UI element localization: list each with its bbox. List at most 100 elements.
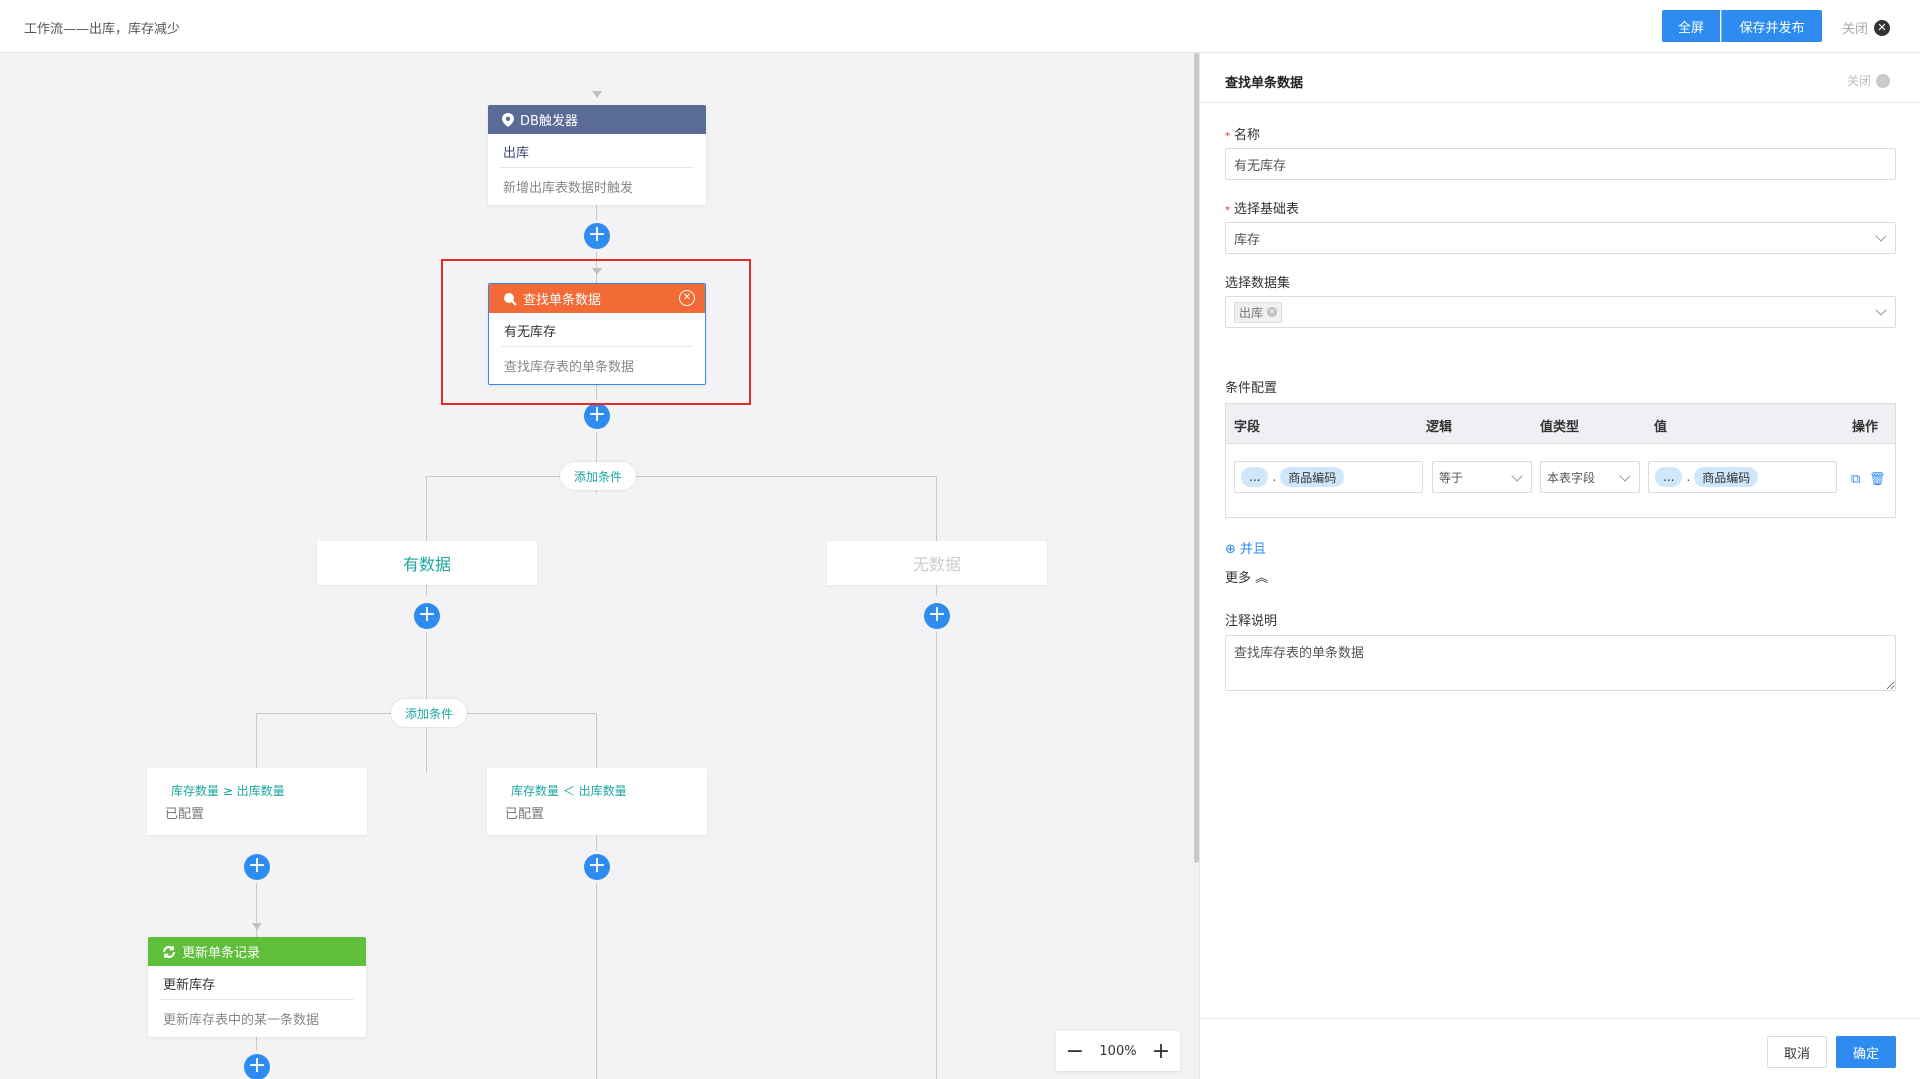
add-node-button[interactable]: + [414,603,440,629]
name-input[interactable]: 有无库存 [1225,148,1896,180]
canvas-scrollbar[interactable] [1193,53,1199,1079]
add-node-button[interactable]: + [584,854,610,880]
condition-expression: 库存数量 ≥ 出库数量 [171,784,285,798]
branch-has-data[interactable]: 有数据 [317,541,537,585]
fullscreen-button[interactable]: 全屏 [1662,10,1720,42]
add-condition-button[interactable]: 添加条件 [560,462,637,490]
header-field: 字段 [1234,420,1261,435]
value-prefix-chip: ... [1655,467,1683,487]
delete-node-icon[interactable]: ✕ [679,290,695,306]
connector-line [426,476,937,477]
find-type-label: 查找单条数据 [523,293,602,308]
more-toggle[interactable]: 更多 ︽ [1225,567,1268,586]
connector-line [936,613,937,1079]
add-node-button[interactable]: + [584,403,610,429]
condition-table-header: 字段 逻辑 值类型 值 操作 [1226,404,1895,444]
trigger-node[interactable]: DB触发器 出库 新增出库表数据时触发 [488,105,706,205]
condition-branch-lt[interactable]: 库存数量 ＜ 出库数量 已配置 [487,768,707,835]
condition-expression: 库存数量 ＜ 出库数量 [511,784,627,798]
arrow-icon [592,91,602,98]
connector-line [936,476,937,596]
value-type-select[interactable]: 本表字段 [1540,461,1640,493]
workflow-title: 工作流——出库，库存减少 [24,22,181,37]
value-name-chip: 商品编码 [1694,467,1759,487]
dataset-select[interactable]: 出库 ✕ [1225,296,1896,328]
add-and-condition-button[interactable]: ⊕ 并且 [1225,542,1267,557]
add-node-button[interactable]: + [924,603,950,629]
header-action: 操作 [1852,420,1879,435]
find-node-desc: 查找库存表的单条数据 [504,360,635,375]
note-textarea[interactable]: 查找库存表的单条数据 [1225,635,1896,691]
top-bar: 工作流——出库，库存减少 全屏 保存并发布 关闭 ✕ [0,0,1920,53]
cancel-button[interactable]: 取消 [1767,1036,1827,1068]
connector-line [426,476,427,596]
dataset-tag[interactable]: 出库 ✕ [1234,301,1283,323]
note-label: 注释说明 [1225,614,1278,629]
add-node-button[interactable]: + [244,1054,270,1079]
copy-icon[interactable]: ⧉ [1851,472,1861,487]
field-prefix-chip: ... [1241,467,1269,487]
base-table-select[interactable]: 库存 [1225,222,1896,254]
add-node-button[interactable]: + [244,854,270,880]
chevron-down-icon [1619,470,1631,482]
add-node-button[interactable]: + [584,223,610,249]
logic-value: 等于 [1439,470,1464,485]
confirm-button[interactable]: 确定 [1836,1036,1896,1068]
find-node-header: 查找单条数据 ✕ [489,284,705,313]
dot-separator: . [1272,470,1277,484]
logic-select[interactable]: 等于 [1432,461,1532,493]
top-close-button[interactable]: 关闭 ✕ [1842,18,1891,37]
value-selector[interactable]: ... . 商品编码 [1648,461,1837,493]
more-label: 更多 [1225,571,1252,586]
zoom-control: − 100% + [1056,1031,1180,1071]
trigger-node-name: 出库 [500,134,694,168]
trigger-node-header: DB触发器 [488,105,706,134]
top-close-label: 关闭 [1842,22,1869,37]
delete-icon[interactable]: 🗑 [1869,472,1886,487]
dataset-label: 选择数据集 [1225,276,1291,291]
property-panel: 查找单条数据 关闭 *名称 有无库存 *选择基础表 库存 选择数据集 出库 ✕ … [1199,53,1920,1079]
selection-highlight-box [441,259,751,405]
save-publish-button[interactable]: 保存并发布 [1721,10,1822,42]
header-value: 值 [1654,420,1668,435]
field-selector[interactable]: ... . 商品编码 [1234,461,1423,493]
update-node[interactable]: 更新单条记录 更新库存 更新库存表中的某一条数据 [148,937,366,1037]
arrow-icon [252,923,262,930]
dot-separator: . [1686,470,1691,484]
arrow-icon [592,268,602,275]
name-label-text: 名称 [1234,128,1261,143]
name-label: *名称 [1225,128,1261,143]
panel-footer: 取消 确定 [1200,1018,1920,1079]
location-pin-icon [502,112,514,127]
update-type-label: 更新单条记录 [182,946,261,961]
chevron-down-icon [1875,230,1887,242]
scrollbar-thumb[interactable] [1194,53,1199,863]
workflow-canvas[interactable]: DB触发器 出库 新增出库表数据时触发 + 查找单条数据 ✕ 有无库存 查找库存… [0,53,1193,1079]
update-node-name: 更新库存 [160,966,354,1000]
update-node-desc: 更新库存表中的某一条数据 [163,1013,320,1028]
condition-row: ... . 商品编码 等于 本表字段 ... . 商品编码 ⧉ 🗑 [1226,444,1895,518]
chevron-up-icon: ︽ [1255,571,1269,586]
base-table-label-text: 选择基础表 [1234,202,1300,217]
connector-line [596,383,597,493]
condition-status: 已配置 [165,807,205,822]
add-condition-button[interactable]: 添加条件 [391,699,468,727]
panel-close-button[interactable]: 关闭 [1847,72,1891,89]
find-node-name: 有无库存 [501,313,693,347]
branch-no-data[interactable]: 无数据 [827,541,1047,585]
tag-remove-icon[interactable]: ✕ [1267,307,1278,317]
condition-table: 字段 逻辑 值类型 值 操作 ... . 商品编码 等于 本表字段 ... . [1225,403,1896,518]
trigger-type-label: DB触发器 [520,114,578,129]
condition-branch-ge[interactable]: 库存数量 ≥ 出库数量 已配置 [147,768,367,835]
base-table-value: 库存 [1234,232,1261,248]
connector-line [596,713,597,1079]
update-node-header: 更新单条记录 [148,937,366,966]
field-name-chip: 商品编码 [1280,467,1345,487]
panel-close-label: 关闭 [1847,74,1872,88]
panel-title: 查找单条数据 [1225,76,1304,91]
zoom-out-button[interactable]: − [1065,1038,1085,1064]
find-node[interactable]: 查找单条数据 ✕ 有无库存 查找库存表的单条数据 [488,283,706,385]
header-value-type: 值类型 [1540,420,1580,435]
close-icon: ✕ [1874,19,1891,36]
zoom-in-button[interactable]: + [1151,1038,1171,1064]
